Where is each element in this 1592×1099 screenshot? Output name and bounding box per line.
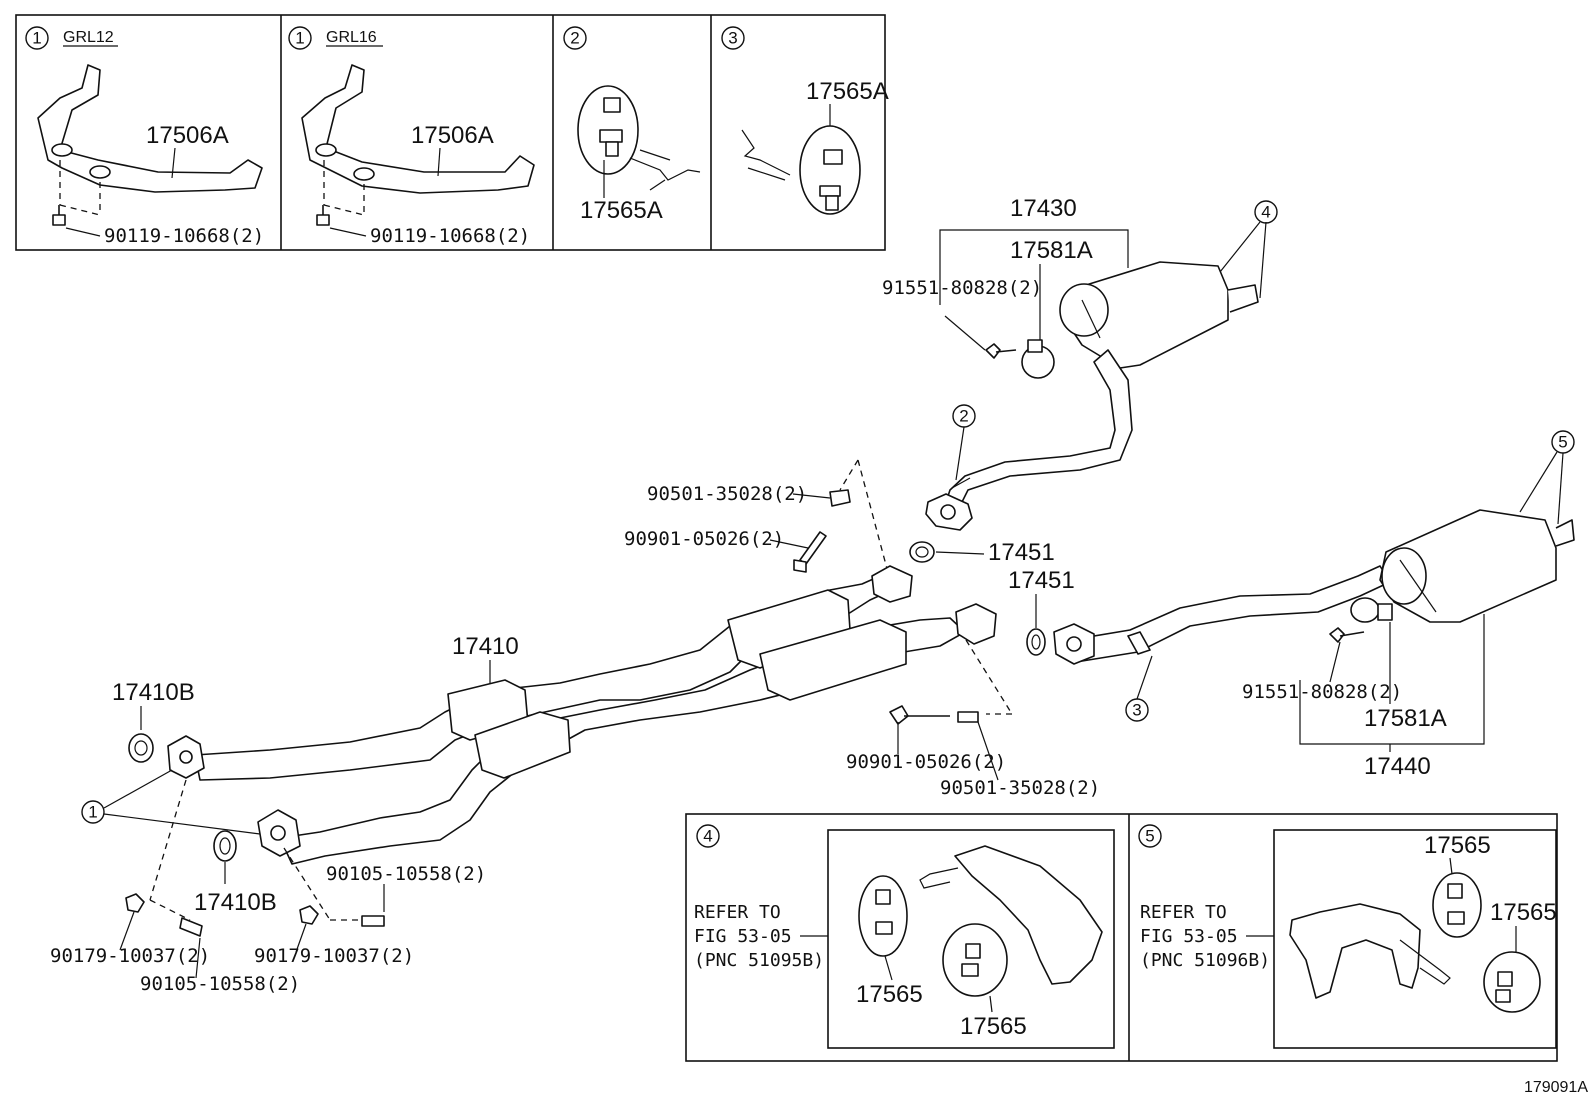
hanger-17581A-right <box>1350 597 1380 623</box>
panel4-refer-line2: FIG 53-05 <box>694 926 792 947</box>
bracket-17506A-grl12 <box>37 64 263 193</box>
callout-1-group: 1 <box>81 769 261 835</box>
panel5-refer-line2: FIG 53-05 <box>1140 926 1238 947</box>
part-17410: 17410 <box>452 633 519 660</box>
muffler-assembly-17430: 17430 17581A 91551-80828(2) 4 2 <box>882 195 1278 531</box>
detail-panels: 4 REFER TO FIG 53-05 (PNC 51095B) 17565 … <box>685 813 1558 1062</box>
bracket-17506A-grl16 <box>301 64 535 194</box>
bracket-icon <box>954 845 1103 985</box>
bracket-icon <box>1289 903 1421 999</box>
callout-5-top: 5 <box>1558 433 1567 452</box>
panel-grl16-label: GRL16 <box>326 29 377 46</box>
flange-rear-upper <box>871 565 913 603</box>
part-17440: 17440 <box>1364 753 1431 780</box>
front-pipe-17410: 17410 <box>167 565 997 865</box>
panel-grl16: 1 GRL16 17506A 90119-10668(2) <box>288 26 535 247</box>
panel-grl12-number: 1 <box>32 29 41 48</box>
panel-3-number: 3 <box>728 29 737 48</box>
panel-2: 2 17565A <box>563 26 701 224</box>
detail-panel-5-number: 5 <box>1145 827 1154 846</box>
bolt-90119-grl12: 90119-10668(2) <box>104 225 264 247</box>
panel4-part-b: 17565 <box>960 1013 1027 1040</box>
part-17581A-right: 17581A <box>1364 705 1447 732</box>
part-90179-a: 90179-10037(2) <box>50 945 210 967</box>
part-17506A-grl16: 17506A <box>411 122 494 149</box>
panel5-part-a: 17565 <box>1424 832 1491 859</box>
part-17565A-panel2: 17565A <box>580 197 663 224</box>
panel5-part-b: 17565 <box>1490 899 1557 926</box>
catalytic-converter-front-b <box>474 711 571 779</box>
part-17451-a: 17451 <box>988 539 1055 566</box>
panel-2-number: 2 <box>570 29 579 48</box>
rubber-hanger-icon <box>1432 872 1482 938</box>
panel4-refer-line1: REFER TO <box>694 902 781 923</box>
figure-id: 179091A <box>1524 1079 1588 1096</box>
panel5-refer-line1: REFER TO <box>1140 902 1227 923</box>
panel4-inner-frame <box>827 829 1115 1049</box>
callout-4-top: 4 <box>1261 203 1270 222</box>
detail-panel-4-number: 4 <box>703 827 712 846</box>
part-17410B-top: 17410B <box>112 679 195 706</box>
part-17430: 17430 <box>1010 195 1077 222</box>
part-90501-bottom: 90501-35028(2) <box>940 777 1100 799</box>
callout-3: 3 <box>1132 701 1141 720</box>
inset-frame <box>15 14 886 251</box>
part-90179-b: 90179-10037(2) <box>254 945 414 967</box>
detail-panel-4: 4 REFER TO FIG 53-05 (PNC 51095B) 17565 … <box>694 824 1115 1049</box>
part-17581A-top: 17581A <box>1010 237 1093 264</box>
gaskets-17410B: 17410B 17410B <box>112 679 277 916</box>
panel4-refer-line3: (PNC 51095B) <box>694 950 824 971</box>
part-90501-top: 90501-35028(2) <box>647 483 807 505</box>
bolt-90119-grl16: 90119-10668(2) <box>370 225 530 247</box>
inset-panels: 1 GRL12 17506A 90119-10668(2) 1 GRL16 <box>15 14 889 251</box>
callout-2: 2 <box>959 407 968 426</box>
flange-rear-lower <box>955 603 997 645</box>
panel4-part-a: 17565 <box>856 981 923 1008</box>
gaskets-17451: 17451 17451 <box>909 539 1075 656</box>
part-17410B-bottom: 17410B <box>194 889 277 916</box>
panel-grl16-number: 1 <box>295 29 304 48</box>
detail-frame <box>685 813 1558 1062</box>
part-91551-top: 91551-80828(2) <box>882 277 1042 299</box>
detail-panel-5: 5 REFER TO FIG 53-05 (PNC 51096B) 17565 … <box>1138 824 1557 1049</box>
rubber-hanger-icon <box>942 923 1008 997</box>
part-17451-b: 17451 <box>1008 567 1075 594</box>
panel5-inner-frame <box>1273 829 1557 1049</box>
catalytic-converter-lower <box>759 619 907 701</box>
part-90105-b: 90105-10558(2) <box>326 863 486 885</box>
panel-grl12: 1 GRL12 17506A 90119-10668(2) <box>25 26 264 247</box>
callout-1: 1 <box>88 803 97 822</box>
part-90901-bottom: 90901-05026(2) <box>846 751 1006 773</box>
panel-grl12-label: GRL12 <box>63 29 114 46</box>
part-91551-right: 91551-80828(2) <box>1242 681 1402 703</box>
mid-bolts: 90901-05026(2) 90501-35028(2) <box>846 639 1100 799</box>
muffler-assembly-17440: 3 5 91551-80828(2) 17581A 17440 <box>1053 430 1575 780</box>
part-90901-top: 90901-05026(2) <box>624 528 784 550</box>
lower-left-bolts: 90179-10037(2) 90105-10558(2) 90105-1055… <box>50 779 486 995</box>
panel5-refer-line3: (PNC 51096B) <box>1140 950 1270 971</box>
pipe-17440 <box>1069 565 1391 663</box>
part-90105-a: 90105-10558(2) <box>140 973 300 995</box>
panel-3: 3 17565A <box>721 26 889 215</box>
upper-bolts: 90501-35028(2) 90901-05026(2) <box>624 459 891 581</box>
part-17565A-panel3: 17565A <box>806 78 889 105</box>
part-17506A-grl12: 17506A <box>146 122 229 149</box>
rubber-hanger-icon <box>858 875 908 957</box>
